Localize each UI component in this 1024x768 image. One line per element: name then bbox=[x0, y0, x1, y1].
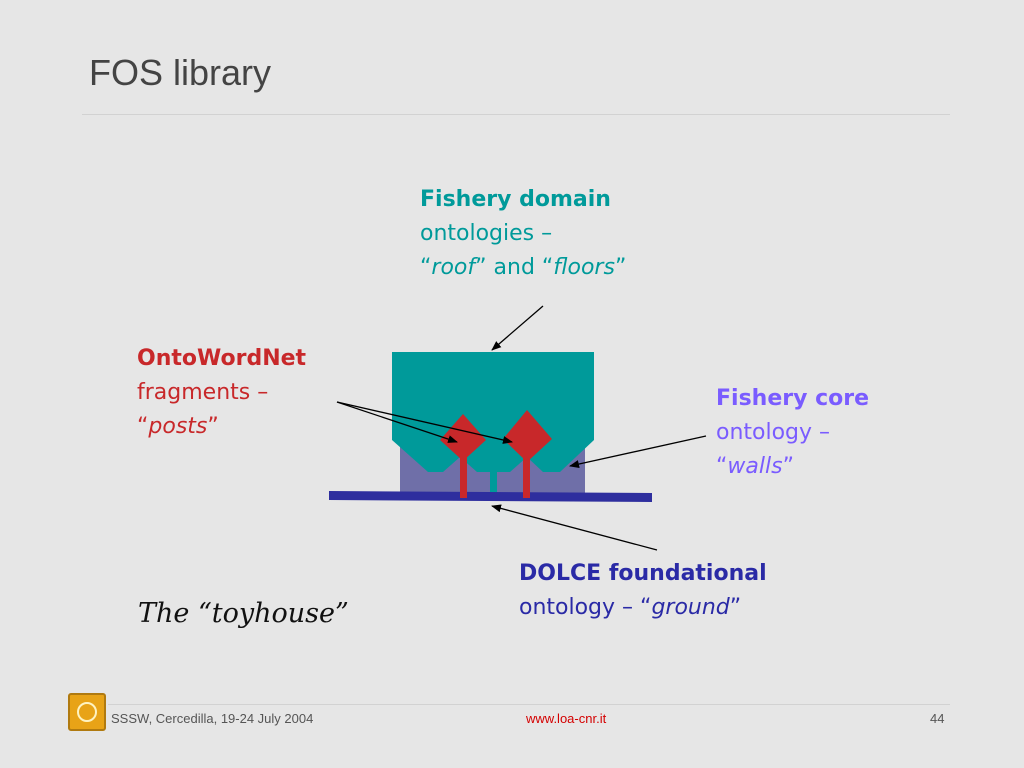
label-dolce-prefix: ontology – “ bbox=[519, 595, 652, 620]
label-dolce-line1: DOLCE foundational bbox=[519, 561, 767, 586]
ground-shape bbox=[329, 491, 652, 502]
label-core-line2: ontology – bbox=[716, 420, 831, 445]
label-core-walls: walls bbox=[727, 454, 783, 479]
arrow-dolce bbox=[491, 504, 658, 551]
label-own-quote-close: ” bbox=[207, 414, 219, 439]
label-own-quote-open: “ bbox=[137, 414, 149, 439]
post-left bbox=[440, 414, 486, 498]
label-domain-quote-open: “ bbox=[420, 255, 432, 280]
label-core-quote-open: “ bbox=[716, 454, 728, 479]
label-fishery-core: Fishery core ontology – “walls” bbox=[716, 382, 869, 484]
center-post bbox=[490, 458, 497, 498]
label-domain-line2: ontologies – bbox=[420, 221, 553, 246]
label-domain-mid: ” and “ bbox=[475, 255, 554, 280]
arrow-domain bbox=[491, 305, 544, 351]
label-ontowordnet: OntoWordNet fragments – “posts” bbox=[137, 342, 306, 444]
label-domain-floors: floors bbox=[553, 255, 615, 280]
arrow-ontowordnet-1 bbox=[336, 401, 458, 443]
label-domain-line1: Fishery domain bbox=[420, 187, 611, 212]
footer-page-number: 44 bbox=[930, 711, 945, 726]
arrow-core bbox=[569, 435, 707, 468]
label-own-line3: “posts” bbox=[137, 410, 306, 444]
roof-shape bbox=[392, 352, 594, 472]
title-divider bbox=[82, 114, 950, 115]
label-core-line1: Fishery core bbox=[716, 386, 870, 411]
label-core-line3: “walls” bbox=[716, 450, 869, 484]
label-domain-quote-close: ” bbox=[614, 255, 627, 280]
toyhouse-caption: The “toyhouse” bbox=[138, 598, 349, 629]
label-domain-line3: “roof” and “floors” bbox=[420, 251, 626, 285]
label-own-line1: OntoWordNet bbox=[137, 346, 307, 371]
label-own-posts: posts bbox=[148, 414, 208, 439]
footer-url[interactable]: www.loa-cnr.it bbox=[526, 711, 607, 726]
arrow-ontowordnet-2 bbox=[336, 401, 513, 444]
slide-title: FOS library bbox=[89, 52, 272, 93]
footer-event: SSSW, Cercedilla, 19-24 July 2004 bbox=[111, 711, 314, 726]
footer-divider bbox=[108, 704, 950, 705]
label-dolce-ground: ground bbox=[651, 595, 730, 620]
post-right bbox=[503, 410, 552, 498]
label-dolce-line2: ontology – “ground” bbox=[519, 591, 767, 625]
loa-logo bbox=[68, 693, 106, 731]
label-fishery-domain: Fishery domain ontologies – “roof” and “… bbox=[420, 183, 626, 285]
label-own-line2: fragments – bbox=[137, 380, 269, 405]
label-core-quote-close: ” bbox=[782, 454, 794, 479]
label-dolce-quote-close: ” bbox=[729, 595, 742, 620]
label-domain-roof: roof bbox=[431, 255, 476, 280]
label-dolce: DOLCE foundational ontology – “ground” bbox=[519, 557, 767, 625]
